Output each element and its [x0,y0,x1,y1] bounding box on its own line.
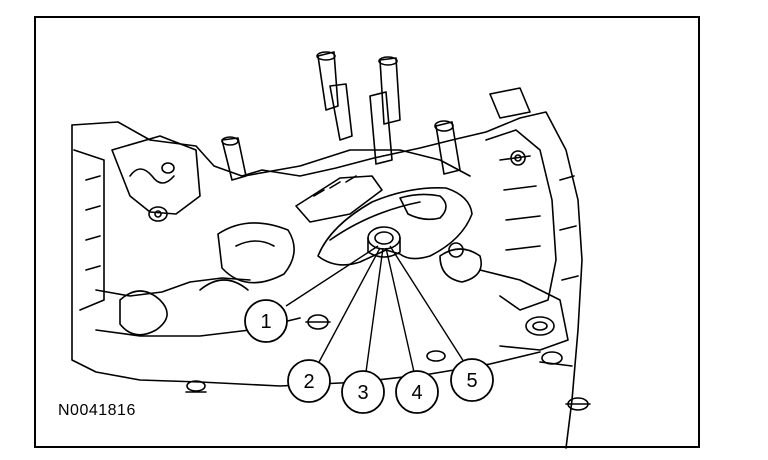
figure-id: N0041816 [58,402,136,419]
callout-3-label: 3 [357,382,368,404]
callout-4-label: 4 [411,382,422,404]
callout-1-label: 1 [260,311,271,333]
callout-1: 1 [244,299,288,343]
mechanical-drawing [71,51,591,449]
callout-3: 3 [341,370,385,414]
callout-2-label: 2 [303,371,314,393]
callout-leaders [285,245,465,373]
callout-2: 2 [287,359,331,403]
callout-4: 4 [395,370,439,414]
callout-5-label: 5 [466,370,477,392]
callout-5: 5 [450,358,494,402]
